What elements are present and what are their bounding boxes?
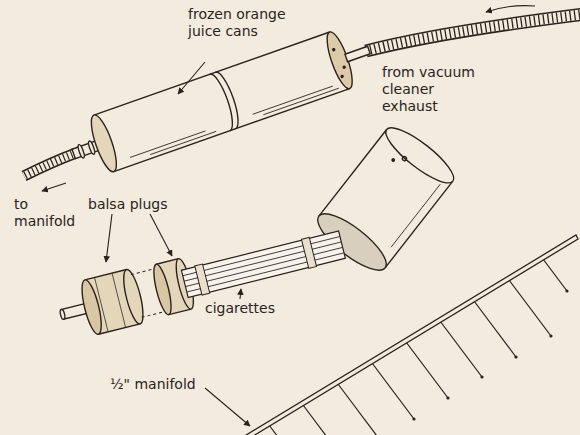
exploded-parts: [301, 237, 316, 268]
manifold: [233, 235, 578, 435]
can-assembly: [341, 75, 344, 78]
can-assembly: [345, 46, 370, 62]
exploded-parts: [169, 309, 191, 315]
manifold: [372, 363, 414, 419]
manifold: [446, 396, 449, 399]
can-assembly: [333, 48, 336, 51]
manifold: [514, 355, 517, 358]
can-assembly: [210, 72, 237, 131]
can-assembly: [150, 131, 216, 154]
manifold: [474, 301, 516, 357]
open-can: [402, 156, 408, 162]
can-assembly: [94, 32, 350, 172]
outlet-hose: [24, 153, 76, 176]
leader-lines: [150, 214, 172, 256]
exhaust-hose: [366, 14, 580, 51]
leader-lines: [178, 62, 205, 94]
exploded-parts: [187, 253, 344, 292]
exhaust-hose: [366, 14, 580, 51]
manifold: [303, 405, 345, 435]
exhaust-hose: [366, 14, 580, 51]
part-label: cigarettes: [205, 300, 275, 317]
open-can: [319, 129, 387, 216]
can-assembly: [77, 144, 85, 159]
part-label: from vacuum cleaner exhaust: [382, 64, 477, 115]
part-label: to manifold: [14, 196, 80, 230]
manifold: [549, 334, 552, 337]
exploded-parts: [95, 278, 109, 332]
can-assembly: [86, 112, 121, 174]
can-assembly: [253, 86, 333, 114]
manifold: [406, 342, 448, 398]
leader-lines: [42, 6, 535, 426]
can-assembly: [130, 131, 205, 158]
exploded-parts: [156, 259, 178, 265]
part-label: balsa plugs: [88, 196, 168, 213]
part-label: frozen orange juice cans: [188, 6, 288, 40]
exploded-parts: [78, 278, 105, 336]
can-assembly: [343, 66, 346, 69]
can-assembly: [263, 88, 338, 115]
exploded-parts: [112, 273, 126, 327]
open-can: [379, 120, 460, 191]
outlet-hose: [24, 153, 76, 176]
can-assembly: [216, 70, 243, 129]
manifold: [480, 375, 483, 378]
manifold: [338, 384, 380, 435]
manifold: [543, 259, 567, 291]
exploded-parts: [181, 231, 345, 297]
manifold: [565, 289, 568, 292]
leader-lines: [486, 6, 535, 12]
manifold: [509, 280, 551, 336]
exhaust-hose: [366, 14, 580, 51]
exploded-parts: [54, 218, 349, 342]
leader-lines: [240, 289, 241, 299]
leader-lines: [42, 183, 66, 191]
can-assembly: [64, 22, 379, 183]
outlet-hose: [24, 153, 76, 176]
exploded-parts: [183, 237, 340, 276]
manifold: [233, 235, 578, 435]
exploded-parts: [85, 270, 127, 280]
exploded-parts: [98, 324, 140, 334]
outlet-hose: [24, 153, 76, 176]
open-can: [391, 184, 440, 247]
part-label: ½" manifold: [110, 376, 196, 393]
manifold: [269, 259, 567, 435]
manifold: [412, 417, 415, 420]
manifold: [440, 321, 482, 377]
exploded-parts: [59, 309, 65, 320]
exploded-parts: [185, 247, 342, 286]
exploded-parts: [184, 242, 341, 281]
open-can: [385, 181, 453, 268]
exploded-parts: [195, 264, 210, 295]
leader-lines: [106, 214, 112, 262]
leader-lines: [205, 388, 250, 426]
open-can: [392, 158, 395, 161]
manifold: [412, 289, 568, 420]
exploded-parts: [150, 263, 174, 316]
manifold: [269, 425, 311, 435]
